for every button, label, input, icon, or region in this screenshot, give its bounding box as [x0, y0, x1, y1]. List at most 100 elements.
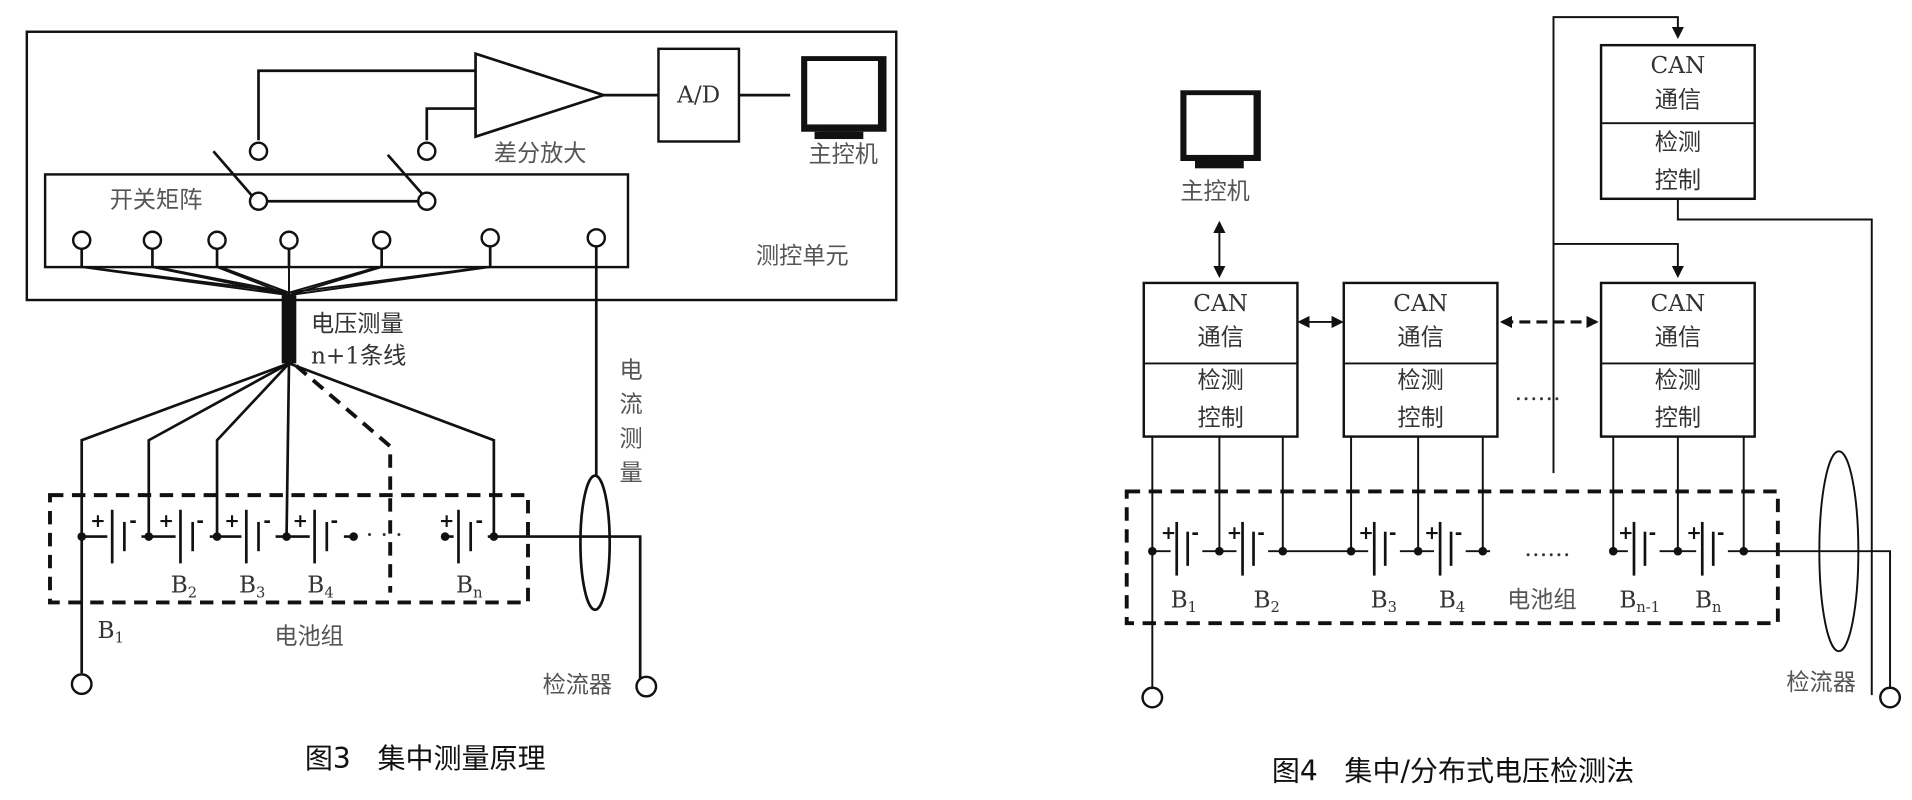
svg-text:B4: B4: [307, 573, 333, 602]
svg-text:Bn-1: Bn-1: [1619, 587, 1660, 616]
figure-4-caption: 图4 集中/分布式电压检测法: [1272, 754, 1634, 787]
svg-text:测: 测: [619, 426, 642, 452]
svg-text:B4: B4: [1439, 587, 1465, 616]
switch-pivot: [417, 191, 437, 211]
cell-labels: B1 B2 B3 B4 Bn-1 Bn: [1171, 587, 1722, 616]
host-label: 主控机: [1180, 179, 1249, 205]
svg-text:+: +: [1424, 523, 1439, 544]
wire-bundle: [281, 295, 297, 364]
voltage-lines-fan-in: [81, 266, 491, 297]
battery-cell-icon: [453, 509, 488, 564]
terminal-negative: [70, 673, 93, 696]
svg-text:控制: 控制: [1655, 168, 1701, 194]
can-module: CAN 通信 检测 控制: [1342, 281, 1499, 438]
module-cell-wires: [1151, 436, 1745, 689]
svg-text:电: 电: [619, 358, 642, 384]
loop-wire-top: [1552, 16, 1684, 474]
battery-ellipsis: · · ·: [366, 523, 403, 549]
battery-cell-icon: [1170, 521, 1203, 576]
switch-matrix-box: [43, 173, 630, 269]
switch-blade-2: [386, 154, 426, 198]
svg-text:+: +: [439, 511, 454, 532]
svg-text:B2: B2: [171, 573, 197, 602]
battery-cell-icon: [1434, 521, 1466, 576]
battery-cell-icon: [107, 509, 142, 564]
svg-text:B2: B2: [1254, 587, 1280, 616]
current-sensor-clamp-icon: [579, 474, 612, 612]
svg-text:-: -: [1257, 523, 1265, 544]
adc-box: [657, 47, 741, 143]
diff-amp-label: 差分放大: [494, 141, 587, 167]
differential-amplifier-icon: [474, 51, 608, 139]
terminal-detector: [635, 675, 658, 698]
control-unit-label: 测控单元: [756, 243, 849, 269]
svg-text:-: -: [196, 511, 204, 532]
svg-text:-: -: [1717, 523, 1725, 544]
voltage-measure-line2: n+1条线: [311, 343, 406, 369]
battery-cell-icon: [1236, 521, 1269, 576]
battery-cell-icon: [241, 509, 276, 564]
battery-ellipsis: ……: [1524, 536, 1570, 562]
battery-cell-icon: [309, 509, 344, 564]
svg-text:通信: 通信: [1197, 325, 1243, 351]
can-module-top: CAN 通信 检测 控制: [1599, 43, 1756, 201]
figure-4-distributed-measurement: 主控机 CAN 通信 检测 控制 CAN 通信 检测 控制 CAN 通信 检测 …: [1124, 16, 1902, 787]
svg-text:+: +: [1161, 523, 1176, 544]
svg-text:CAN: CAN: [1393, 291, 1448, 317]
battery-pack-label: 电池组: [274, 624, 343, 650]
switch-matrix-label: 开关矩阵: [110, 187, 203, 213]
terminal: [417, 141, 437, 162]
svg-text:-: -: [476, 511, 484, 532]
svg-text:检测: 检测: [1197, 368, 1243, 394]
svg-text:-: -: [1649, 523, 1657, 544]
terminal: [248, 141, 269, 162]
svg-text:+: +: [159, 511, 174, 532]
battery-pack-box: [48, 493, 530, 605]
svg-text:通信: 通信: [1397, 325, 1443, 351]
svg-text:CAN: CAN: [1651, 53, 1706, 79]
host-computer-icon: [1180, 90, 1261, 169]
host-computer-icon: [801, 56, 887, 140]
svg-text:Bn: Bn: [456, 573, 483, 602]
adc-label: A/D: [676, 82, 720, 108]
polarity-signs: +- +- +- +- +-: [90, 511, 483, 532]
svg-text:量: 量: [619, 460, 642, 486]
svg-text:+: +: [1618, 523, 1633, 544]
amp-input-wire-2: [425, 107, 476, 141]
terminal-detector: [1879, 686, 1902, 709]
svg-text:+: +: [293, 511, 308, 532]
cell-labels: B1 B2 B3 B4 Bn: [98, 573, 484, 647]
svg-text:+: +: [224, 511, 239, 532]
svg-text:-: -: [1191, 523, 1199, 544]
current-measure-label: 电 流 测 量: [619, 358, 642, 486]
svg-text:通信: 通信: [1655, 325, 1701, 351]
figure-3-centralized-measurement: 测控单元 开关矩阵 差分放大 A/D 主控机: [25, 30, 898, 775]
svg-text:检测: 检测: [1397, 368, 1443, 394]
svg-text:+: +: [1686, 523, 1701, 544]
polarity-signs: +- +- +- +- +- +-: [1161, 523, 1725, 544]
detector-lead: [1871, 550, 1892, 688]
svg-text:CAN: CAN: [1651, 291, 1706, 317]
svg-text:检测: 检测: [1655, 130, 1701, 156]
battery-cell-icon: [1696, 521, 1728, 576]
svg-text:控制: 控制: [1397, 406, 1443, 432]
host-label: 主控机: [808, 142, 877, 168]
svg-text:-: -: [1389, 523, 1397, 544]
figure-3-caption: 图3 集中测量原理: [305, 742, 546, 775]
svg-text:CAN: CAN: [1193, 291, 1248, 317]
svg-text:+: +: [1227, 523, 1242, 544]
top-module-to-detector-wire: [1676, 198, 1873, 696]
can-module: CAN 通信 检测 控制: [1142, 281, 1299, 438]
switch-blade-1: [212, 150, 255, 199]
svg-text:流: 流: [619, 392, 642, 418]
svg-text:B3: B3: [239, 573, 265, 602]
loop-wire-down: [1553, 242, 1684, 279]
voltage-measure-line1: 电压测量: [311, 312, 404, 338]
svg-text:+: +: [90, 511, 105, 532]
battery-cell-icon: [1368, 521, 1400, 576]
svg-text:通信: 通信: [1655, 87, 1701, 113]
battery-cells: [77, 509, 499, 564]
battery-cells: [1148, 521, 1748, 576]
svg-text:控制: 控制: [1655, 406, 1701, 432]
